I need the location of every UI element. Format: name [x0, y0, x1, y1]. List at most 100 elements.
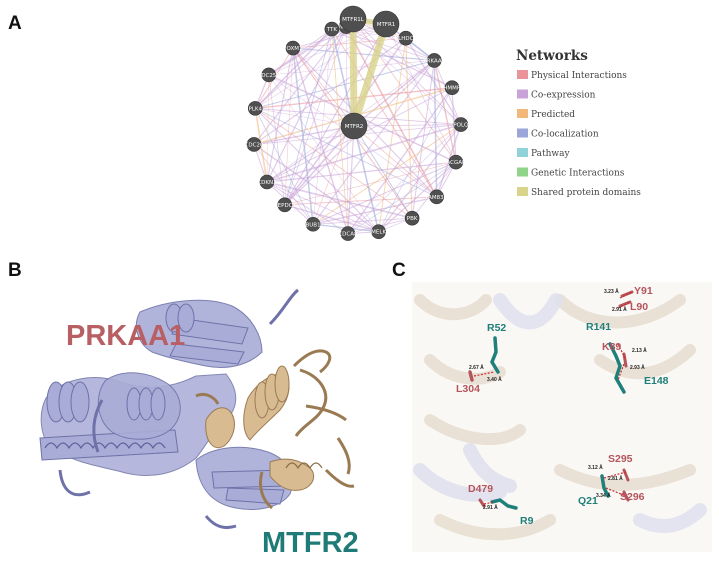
- network-edge: [312, 29, 333, 225]
- legend-swatch: [517, 109, 528, 118]
- legend-swatch: [517, 148, 528, 157]
- node-label: CDCA8: [338, 232, 358, 238]
- legend-swatch: [517, 167, 528, 177]
- network-edge: [331, 28, 438, 198]
- distance-label: 3.40 Å: [487, 376, 502, 383]
- network-edge: [385, 23, 457, 163]
- node-label: CDKN3: [257, 180, 277, 186]
- residue-label-r141: R141: [586, 321, 611, 333]
- network-edge: [353, 125, 413, 219]
- distance-label: 2.91 Å: [483, 504, 498, 511]
- distance-label: 2.91 Å: [612, 306, 627, 313]
- network-node-ttk: TTK: [324, 21, 340, 37]
- distance-label: 3.23 Å: [604, 288, 619, 295]
- node-circle: [448, 154, 464, 170]
- network-edge: [266, 181, 349, 235]
- network-edge: [268, 74, 286, 205]
- prkaa1-ribbon: [39, 288, 299, 530]
- node-circle: [305, 216, 321, 232]
- legend-title: Networks: [516, 48, 588, 64]
- network-edge: [266, 181, 413, 219]
- network-node-pbk: PBK: [404, 210, 420, 226]
- residue-label-d479: D479: [468, 483, 493, 495]
- network-edge: [284, 125, 355, 206]
- node-circle: [247, 101, 263, 116]
- network-edge: [347, 161, 457, 234]
- network-edge: [378, 87, 453, 232]
- node-circle: [277, 197, 293, 213]
- legend: Physical InteractionsCo-expressionPredic…: [517, 70, 641, 198]
- network-edge: [405, 37, 462, 125]
- network-node-polq: POLQ: [453, 117, 469, 132]
- network-node-center: MTFR2: [340, 112, 368, 140]
- node-circle: [339, 5, 367, 33]
- network-edge: [266, 47, 294, 183]
- node-label: MTFR1L: [342, 17, 365, 23]
- node-label: PBK: [407, 216, 418, 222]
- network-node-mtfr1l: MTFR1L: [339, 5, 367, 33]
- network-nodes: NEK2KLHDC3PRKAA1HMMRPOLQRACGAP1FAM83DPBK…: [245, 5, 469, 241]
- network-edge: [433, 60, 438, 197]
- node-label: CDC25C: [257, 73, 280, 79]
- network-edge: [352, 18, 457, 163]
- distance-label: 2.67 Å: [469, 364, 484, 371]
- network-node-bub1: BUB1: [305, 216, 321, 232]
- network-edge: [292, 23, 387, 49]
- node-label: TTK: [326, 27, 338, 33]
- network-edge: [353, 125, 437, 198]
- network-edge: [347, 87, 453, 235]
- node-label: KLHDC3: [395, 36, 418, 42]
- network-node-hmmr: HMMR: [443, 80, 461, 95]
- residue-label-r52: R52: [487, 322, 506, 334]
- distance-label: 2.13 Å: [632, 347, 647, 354]
- legend-label: Pathway: [531, 149, 570, 159]
- node-label: POLQ: [453, 123, 469, 129]
- network-node-depdc1: DEPDC1: [273, 197, 296, 213]
- panel-label-c: C: [392, 260, 406, 281]
- network-node-cdc20: CDC20: [245, 137, 264, 152]
- legend-swatch: [517, 128, 528, 138]
- node-label: MELK: [371, 230, 386, 236]
- node-circle: [426, 53, 442, 68]
- node-label: PLK4: [249, 106, 263, 112]
- residue-label-e148: E148: [644, 375, 669, 387]
- interface-background: [412, 282, 712, 552]
- legend-label: Predicted: [531, 110, 575, 120]
- network-edge: [253, 125, 355, 146]
- residue-label-s295: S295: [608, 453, 633, 465]
- network-edge: [284, 26, 347, 205]
- network-edge: [312, 60, 435, 225]
- node-circle: [371, 224, 386, 240]
- network-node-prkaa1: PRKAA1: [423, 53, 445, 68]
- network-edge: [347, 125, 355, 234]
- node-label: MTFR2: [345, 124, 364, 130]
- node-circle: [259, 174, 275, 190]
- network-node-klhdc3: KLHDC3: [395, 30, 418, 46]
- network-edge: [284, 28, 333, 205]
- network-edge: [292, 47, 435, 61]
- network-node-cdc25c: CDC25C: [257, 67, 280, 83]
- distance-labels: 3.23 Å2.91 Å2.13 Å2.93 Å2.67 Å3.40 Å3.12…: [469, 288, 647, 511]
- network-edge: [255, 108, 437, 198]
- node-circle: [444, 80, 460, 95]
- node-label: DEPDC1: [273, 203, 296, 209]
- network-edge: [378, 161, 457, 233]
- legend-swatch: [517, 187, 528, 196]
- network-edge: [345, 26, 438, 198]
- network-edge: [284, 48, 294, 205]
- distance-label: 3.34 Å: [596, 492, 611, 499]
- network-node-racgap1: RACGAP1: [443, 154, 469, 170]
- residue-label-y91: Y91: [634, 285, 653, 297]
- node-circle: [246, 137, 262, 152]
- label-prkaa1: PRKAA1: [66, 320, 185, 352]
- network-edge: [312, 124, 462, 225]
- node-label: MTFR1: [377, 22, 396, 28]
- network-edge: [312, 196, 437, 225]
- legend-label: Shared protein domains: [531, 188, 641, 198]
- network-edge: [255, 108, 413, 219]
- network-edge: [284, 161, 456, 206]
- node-circle: [261, 67, 277, 83]
- network-node-plk4: PLK4: [247, 101, 263, 116]
